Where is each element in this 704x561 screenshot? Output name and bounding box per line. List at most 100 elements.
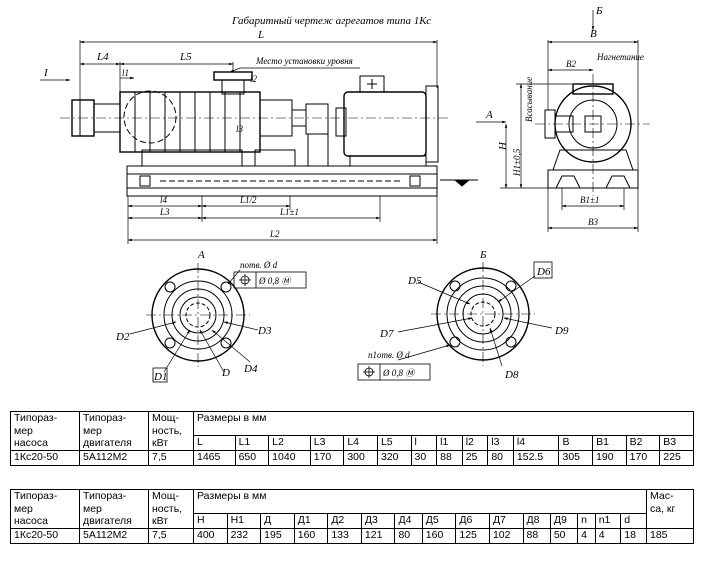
svg-text:I: I xyxy=(43,67,49,79)
column-header: l1 xyxy=(436,434,463,451)
svg-text:L: L xyxy=(257,29,264,41)
header-pump-type: Типораз- мер насоса xyxy=(10,489,80,529)
technical-drawing: Габаритный чертеж агрегатов типа 1Кс xyxy=(40,5,650,383)
svg-text:D2: D2 xyxy=(115,331,130,343)
table-cell: 88 xyxy=(436,449,463,466)
column-header: Д4 xyxy=(394,512,423,529)
column-header: Д6 xyxy=(455,512,490,529)
side-dimensions xyxy=(40,40,507,244)
header-pump-type: Типораз- мер насоса xyxy=(10,411,80,451)
dimensions-table-2: Типораз- мер насоса Типораз- мер двигате… xyxy=(10,489,694,544)
end-view xyxy=(535,74,650,196)
header-motor-type: Типораз- мер двигателя xyxy=(79,411,149,451)
side-view xyxy=(60,71,478,197)
table-cell: 121 xyxy=(360,527,396,544)
column-header: Д2 xyxy=(327,512,362,529)
table-cell: 7,5 xyxy=(148,527,194,544)
svg-text:L2: L2 xyxy=(269,229,280,239)
svg-text:D9: D9 xyxy=(554,325,569,337)
header-mass: Мас- са, кг xyxy=(646,489,694,529)
table-cell: 125 xyxy=(455,527,490,544)
column-header: B xyxy=(558,434,594,451)
svg-text:L5: L5 xyxy=(179,51,192,63)
svg-text:D1: D1 xyxy=(153,371,167,383)
column-header: B2 xyxy=(625,434,661,451)
table-cell: 1Кс20-50 xyxy=(10,449,80,466)
header-power: Мощ- ность, кВт xyxy=(148,411,194,451)
header-dimensions-group: Размеры в мм xyxy=(193,489,647,514)
column-header: n xyxy=(577,512,596,529)
flange-a-labels: А потв. Ø d Ø 0,8 Ⓜ D2 D3 D4 D D1 xyxy=(115,249,292,383)
column-header: H1 xyxy=(226,512,262,529)
dimensions-table-1: Типораз- мер насоса Типораз- мер двигате… xyxy=(10,411,694,466)
table-cell: 4 xyxy=(594,527,622,544)
table-cell: 160 xyxy=(421,527,457,544)
svg-text:D8: D8 xyxy=(504,369,519,381)
column-header: d xyxy=(620,512,647,529)
column-header: Д9 xyxy=(549,512,579,529)
svg-text:Нагнетание: Нагнетание xyxy=(596,52,644,62)
svg-text:H: H xyxy=(497,141,509,151)
header-motor-type: Типораз- мер двигателя xyxy=(79,489,149,529)
svg-text:D7: D7 xyxy=(379,328,394,340)
table-cell: 1465 xyxy=(193,449,236,466)
svg-text:D4: D4 xyxy=(243,363,258,375)
table-cell: 80 xyxy=(487,449,514,466)
table-cell: 25 xyxy=(461,449,489,466)
svg-text:потв. Ø d: потв. Ø d xyxy=(240,260,278,270)
column-header: B3 xyxy=(659,434,694,451)
flange-b-labels: Б n1отв. Ø d Ø 0,8 Ⓜ D5 D6 D7 D8 D9 xyxy=(368,249,569,381)
svg-text:l3: l3 xyxy=(236,124,244,134)
table-cell: 152.5 xyxy=(512,449,560,466)
svg-text:Ø 0,8 Ⓜ: Ø 0,8 Ⓜ xyxy=(258,276,292,286)
svg-text:Всасывание: Всасывание xyxy=(524,77,534,122)
column-header: Д xyxy=(260,512,295,529)
column-header: L3 xyxy=(309,434,345,451)
svg-text:D3: D3 xyxy=(257,325,272,337)
svg-text:Б: Б xyxy=(595,5,603,17)
svg-text:H1±0,5: H1±0,5 xyxy=(512,148,522,177)
end-dimension-labels: Б B B2 Нагнетание H H1±0,5 Всасывание B1… xyxy=(497,5,644,227)
svg-text:B3: B3 xyxy=(588,217,598,227)
svg-text:А: А xyxy=(197,249,205,261)
svg-text:L3: L3 xyxy=(159,207,170,217)
table-cell: 102 xyxy=(488,527,524,544)
drawing-title: Габаритный чертеж агрегатов типа 1Кс xyxy=(231,15,431,27)
column-header: L xyxy=(193,434,236,451)
svg-text:n1отв. Ø d: n1отв. Ø d xyxy=(368,350,410,360)
svg-text:l4: l4 xyxy=(160,195,168,205)
svg-text:D6: D6 xyxy=(536,266,551,278)
table-cell: 88 xyxy=(522,527,551,544)
column-header: n1 xyxy=(594,512,622,529)
table-cell: 300 xyxy=(343,449,378,466)
table-cell: 320 xyxy=(376,449,412,466)
table-cell: 160 xyxy=(293,527,329,544)
svg-text:Ø 0,8 Ⓜ: Ø 0,8 Ⓜ xyxy=(382,368,416,378)
column-header: Д7 xyxy=(488,512,524,529)
column-header: l3 xyxy=(487,434,514,451)
table-cell: 1040 xyxy=(268,449,311,466)
column-header: B1 xyxy=(592,434,627,451)
header-dimensions-group: Размеры в мм xyxy=(193,411,694,436)
table-cell: 190 xyxy=(592,449,627,466)
table-cell: 7,5 xyxy=(148,449,194,466)
table-cell: 50 xyxy=(549,527,579,544)
svg-text:L1±1: L1±1 xyxy=(279,207,299,217)
svg-text:B1±1: B1±1 xyxy=(580,195,599,205)
side-dimension-labels: L L4 L5 l1 l2 l3 Место установки уровня … xyxy=(43,29,493,239)
svg-text:А: А xyxy=(485,109,493,121)
column-header: L1 xyxy=(234,434,270,451)
column-header: l2 xyxy=(461,434,489,451)
column-header: Д1 xyxy=(293,512,329,529)
svg-text:Место установки уровня: Место установки уровня xyxy=(255,56,353,66)
svg-text:D5: D5 xyxy=(407,275,422,287)
table-cell: 185 xyxy=(646,527,694,544)
table-cell: 4 xyxy=(577,527,596,544)
table-cell: 170 xyxy=(625,449,661,466)
svg-text:l1: l1 xyxy=(122,68,129,78)
column-header: Д5 xyxy=(421,512,457,529)
table-cell: 305 xyxy=(558,449,594,466)
flange-b-view xyxy=(357,261,553,381)
